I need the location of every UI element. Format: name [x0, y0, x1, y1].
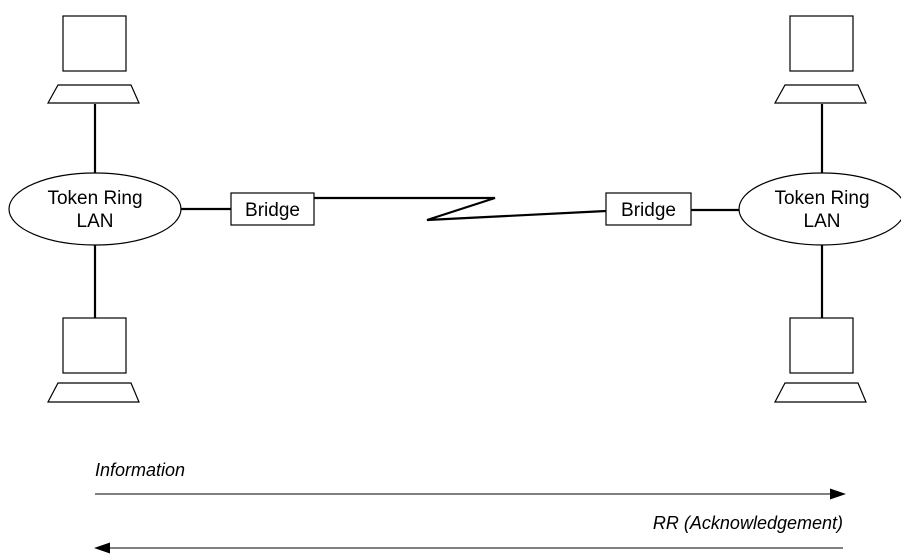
lan-label-line1: Token Ring [774, 188, 869, 209]
workstation-right-bottom [774, 317, 867, 403]
lan-label-line2: LAN [804, 211, 841, 232]
monitor-screen [789, 317, 854, 374]
workstation-left-bottom [47, 317, 140, 403]
keyboard-base [774, 382, 867, 403]
keyboard-base [773, 84, 867, 104]
lan-label-line1: Token Ring [47, 188, 142, 209]
acknowledgement-label: RR (Acknowledgement) [653, 513, 843, 533]
information-flow: Information [95, 460, 846, 500]
monitor-screen [62, 15, 127, 72]
workstation-right-top [773, 15, 867, 104]
workstation-left-top [46, 15, 140, 104]
information-label: Information [95, 460, 185, 480]
right-bridge: Bridge [605, 192, 692, 226]
lan-ellipse [738, 172, 901, 246]
keyboard-base [46, 84, 140, 104]
acknowledgement-flow: RR (Acknowledgement) [94, 513, 843, 554]
acknowledgement-arrowhead [94, 542, 110, 554]
lan-ellipse [8, 172, 182, 246]
left-bridge: Bridge [230, 192, 315, 226]
bridge-label: Bridge [245, 200, 300, 221]
monitor-screen [789, 15, 854, 72]
right-token-ring-lan: Token Ring LAN [738, 172, 901, 246]
bridge-box [230, 192, 315, 226]
lan-label-line2: LAN [77, 211, 114, 232]
bridge-box [605, 192, 692, 226]
left-token-ring-lan: Token Ring LAN [8, 172, 182, 246]
keyboard-base [47, 382, 140, 403]
wan-zigzag-link [314, 196, 607, 222]
information-arrowhead [830, 488, 846, 500]
monitor-screen [62, 317, 127, 374]
bridge-label: Bridge [621, 200, 676, 221]
